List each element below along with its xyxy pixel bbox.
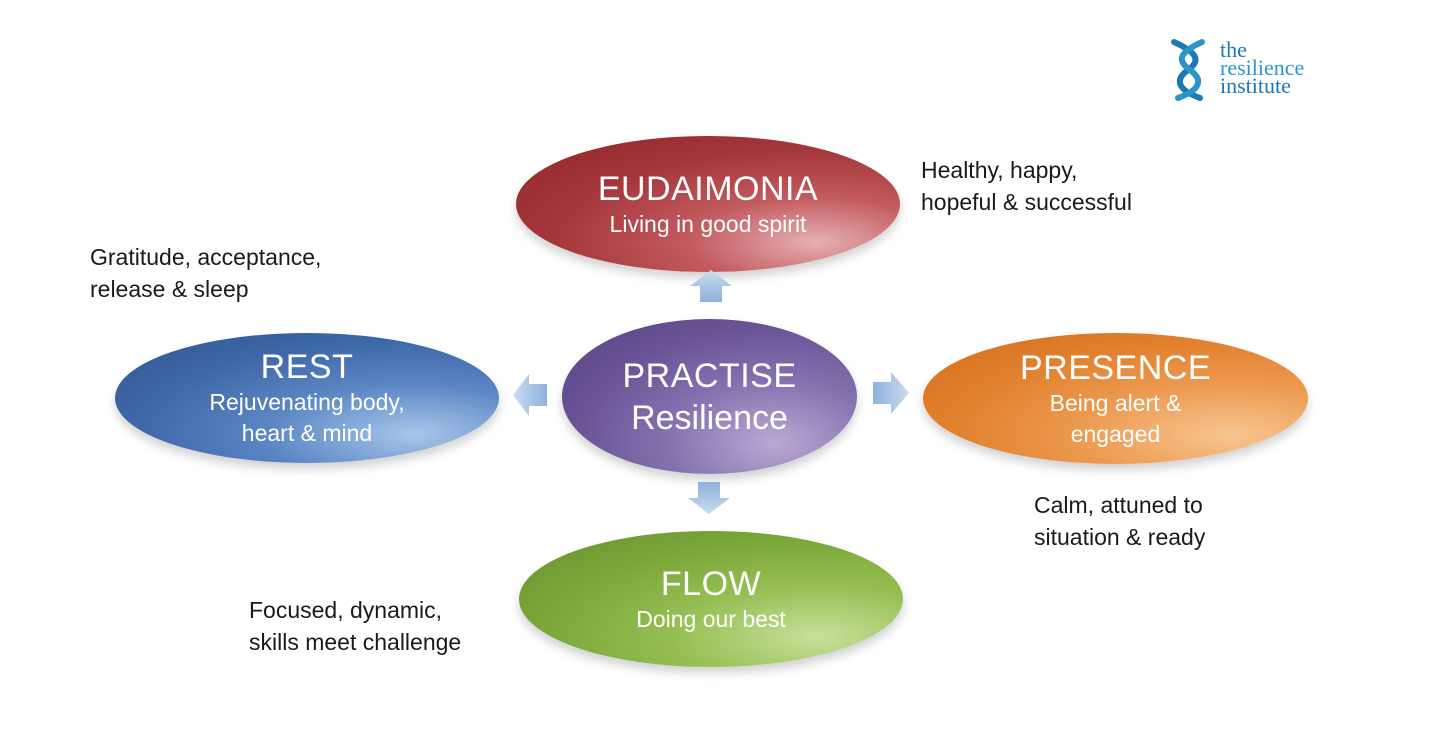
presence-node: PRESENCE Being alert & engaged (923, 333, 1308, 464)
resilience-institute-logo: the resilience institute (1166, 38, 1346, 102)
flow-note-line1: Focused, dynamic, (249, 597, 443, 623)
presence-subtitle-line2: engaged (1070, 420, 1161, 447)
rest-subtitle-line2: heart & mind (241, 420, 373, 446)
eudaimonia-note-line2: hopeful & successful (921, 189, 1132, 215)
logo-text-the: the (1220, 37, 1247, 62)
flow-note-line2: skills meet challenge (249, 629, 462, 655)
presence-note-line1: Calm, attuned to (1034, 492, 1203, 518)
eudaimonia-note: Healthy, happy, hopeful & successful (921, 154, 1132, 218)
rest-note-line2: release & sleep (90, 276, 249, 302)
arrow-right-icon (873, 372, 909, 414)
flow-note: Focused, dynamic, skills meet challenge (249, 594, 461, 658)
arrow-left-icon (513, 374, 547, 416)
practise-title-line1: PRACTISE (622, 356, 797, 395)
flow-node: FLOW Doing our best (519, 531, 903, 667)
eudaimonia-node: EUDAIMONIA Living in good spirit (516, 136, 900, 272)
practise-node: PRACTISE Resilience (562, 319, 857, 474)
arrow-up-icon (690, 270, 732, 302)
logo-text-resilience: resilience (1220, 55, 1305, 80)
presence-note-line2: situation & ready (1034, 524, 1206, 550)
dna-helix-icon (1171, 39, 1205, 101)
flow-subtitle: Doing our best (636, 605, 786, 632)
rest-note: Gratitude, acceptance, release & sleep (90, 241, 321, 305)
rest-title: REST (260, 348, 354, 386)
logo-text-institute: institute (1220, 73, 1291, 98)
eudaimonia-note-line1: Healthy, happy, (921, 157, 1078, 183)
presence-title: PRESENCE (1019, 348, 1212, 387)
eudaimonia-title: EUDAIMONIA (597, 169, 819, 208)
eudaimonia-subtitle: Living in good spirit (609, 210, 807, 237)
flow-title: FLOW (660, 564, 762, 603)
rest-node: REST Rejuvenating body, heart & mind (115, 333, 499, 463)
presence-subtitle-line1: Being alert & (1049, 389, 1182, 416)
arrow-down-icon (688, 482, 730, 514)
rest-note-line1: Gratitude, acceptance, (90, 244, 322, 270)
rest-subtitle-line1: Rejuvenating body, (209, 389, 405, 415)
presence-note: Calm, attuned to situation & ready (1034, 489, 1205, 553)
practise-title-line2: Resilience (631, 398, 788, 437)
